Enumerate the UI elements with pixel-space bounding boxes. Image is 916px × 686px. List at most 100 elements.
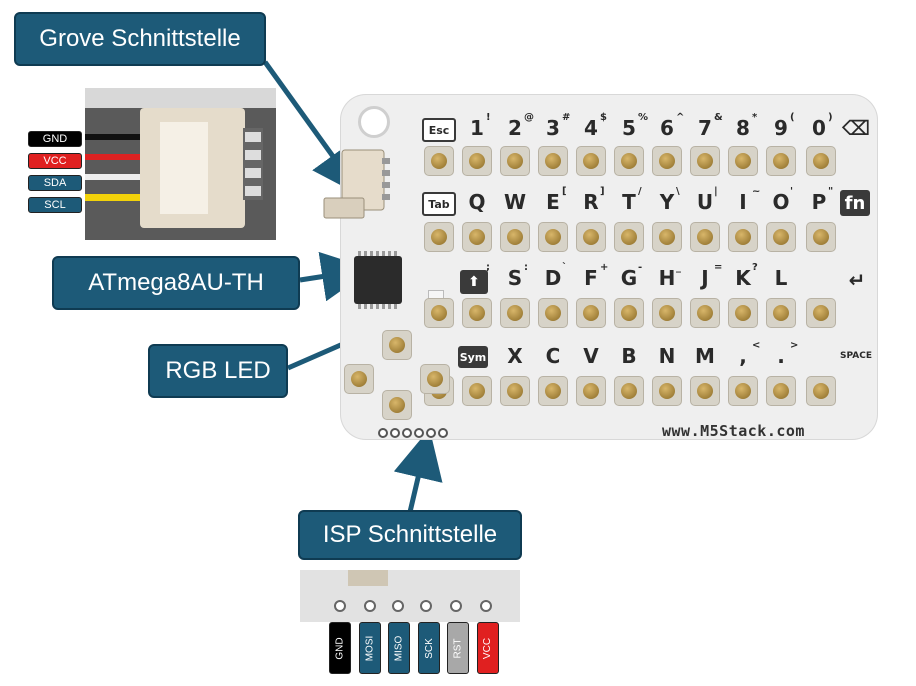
key-button[interactable] xyxy=(576,222,606,252)
key-button[interactable] xyxy=(538,222,568,252)
key-button[interactable] xyxy=(766,222,796,252)
key-button[interactable] xyxy=(690,298,720,328)
key-button[interactable] xyxy=(806,222,836,252)
key-label-0-8: 9 xyxy=(774,116,788,140)
key-shift-1-2: [ xyxy=(562,186,567,197)
key-button[interactable] xyxy=(424,298,454,328)
dpad-down-button[interactable] xyxy=(382,390,412,420)
key-button[interactable] xyxy=(538,298,568,328)
key-label-3-4: B xyxy=(621,344,637,368)
key-button[interactable] xyxy=(500,222,530,252)
key-button[interactable] xyxy=(728,298,758,328)
key-shift-2-6: = xyxy=(714,262,723,273)
key-button[interactable] xyxy=(500,146,530,176)
key-button[interactable] xyxy=(766,298,796,328)
key-shift-1-5: \ xyxy=(676,186,680,197)
key-shift-1-4: / xyxy=(638,186,642,197)
grove-cable-photo xyxy=(85,88,276,240)
key-shift-0-2: # xyxy=(562,112,571,123)
key-shift-1-9: " xyxy=(828,186,834,197)
key-button[interactable] xyxy=(538,146,568,176)
shift-key-label: ⬆ xyxy=(460,270,488,294)
key-label-1-0: Q xyxy=(468,190,486,214)
key-button[interactable] xyxy=(500,376,530,406)
key-shift-2-7: ? xyxy=(752,262,758,273)
key-shift-3-7: < xyxy=(752,340,761,351)
key-button[interactable] xyxy=(806,298,836,328)
key-button[interactable] xyxy=(728,146,758,176)
enter-key-label: ↵ xyxy=(848,268,866,292)
key-shift-0-1: @ xyxy=(524,112,534,123)
key-button[interactable] xyxy=(652,222,682,252)
key-button[interactable] xyxy=(652,146,682,176)
key-button[interactable] xyxy=(576,298,606,328)
sym-key-label: Sym xyxy=(458,346,488,368)
key-button[interactable] xyxy=(652,376,682,406)
isp-pin-gnd: GND xyxy=(329,622,351,674)
key-label-1-8: O xyxy=(772,190,790,214)
key-shift-0-6: & xyxy=(714,112,723,123)
isp-hole xyxy=(426,428,436,438)
key-button[interactable] xyxy=(766,376,796,406)
grove-connector xyxy=(323,149,390,219)
key-button[interactable] xyxy=(462,222,492,252)
key-shift-2-0: ; xyxy=(486,262,490,273)
dpad-left-button[interactable] xyxy=(344,364,374,394)
key-button[interactable] xyxy=(576,376,606,406)
mounting-hole xyxy=(358,106,390,138)
led-callout: RGB LED xyxy=(148,344,288,398)
board-url: www.M5Stack.com xyxy=(662,422,805,440)
cardkb-board: 1!2@3#4$5%6^7&8*9(0)QWE[R]T/Y\U|I~O'P"A;… xyxy=(340,94,878,440)
key-shift-3-8: > xyxy=(790,340,799,351)
isp-pin-rst: RST xyxy=(447,622,469,674)
key-button[interactable] xyxy=(690,222,720,252)
key-shift-0-9: ) xyxy=(828,112,833,123)
key-button[interactable] xyxy=(806,376,836,406)
key-label-2-7: K xyxy=(735,266,751,290)
grove-arrow xyxy=(262,60,362,197)
key-button[interactable] xyxy=(614,298,644,328)
key-button[interactable] xyxy=(614,376,644,406)
key-label-2-8: L xyxy=(774,266,788,290)
isp-hole xyxy=(438,428,448,438)
key-shift-0-5: ^ xyxy=(676,112,685,123)
key-button[interactable] xyxy=(614,222,644,252)
dpad-right-button[interactable] xyxy=(420,364,450,394)
key-label-0-4: 5 xyxy=(622,116,636,140)
key-button[interactable] xyxy=(766,146,796,176)
key-shift-2-2: ` xyxy=(562,262,567,273)
key-label-2-6: J xyxy=(701,266,709,290)
isp-hole xyxy=(390,428,400,438)
key-shift-0-0: ! xyxy=(486,112,491,123)
key-button[interactable] xyxy=(424,222,454,252)
key-shift-0-3: $ xyxy=(600,112,607,123)
key-label-3-6: M xyxy=(695,344,715,368)
key-button[interactable] xyxy=(614,146,644,176)
key-label-1-3: R xyxy=(583,190,599,214)
key-button[interactable] xyxy=(690,146,720,176)
key-label-2-4: G xyxy=(620,266,638,290)
key-button[interactable] xyxy=(462,376,492,406)
key-button[interactable] xyxy=(652,298,682,328)
key-shift-1-6: | xyxy=(714,186,718,197)
key-button[interactable] xyxy=(728,376,758,406)
key-button[interactable] xyxy=(690,376,720,406)
key-button[interactable] xyxy=(462,298,492,328)
dpad-up-button[interactable] xyxy=(382,330,412,360)
key-label-1-2: E xyxy=(546,190,560,214)
key-button[interactable] xyxy=(424,146,454,176)
key-label-0-6: 7 xyxy=(698,116,712,140)
key-button[interactable] xyxy=(728,222,758,252)
grove-pin-gnd: GND xyxy=(28,131,82,147)
key-button[interactable] xyxy=(500,298,530,328)
key-button[interactable] xyxy=(538,376,568,406)
key-button[interactable] xyxy=(462,146,492,176)
key-label-1-6: U xyxy=(696,190,714,214)
key-button[interactable] xyxy=(806,146,836,176)
isp-pin-sck: SCK xyxy=(418,622,440,674)
key-label-3-8: . xyxy=(777,344,785,368)
key-shift-2-3: + xyxy=(600,262,609,273)
key-label-0-0: 1 xyxy=(470,116,484,140)
key-button[interactable] xyxy=(576,146,606,176)
key-label-3-3: V xyxy=(583,344,599,368)
